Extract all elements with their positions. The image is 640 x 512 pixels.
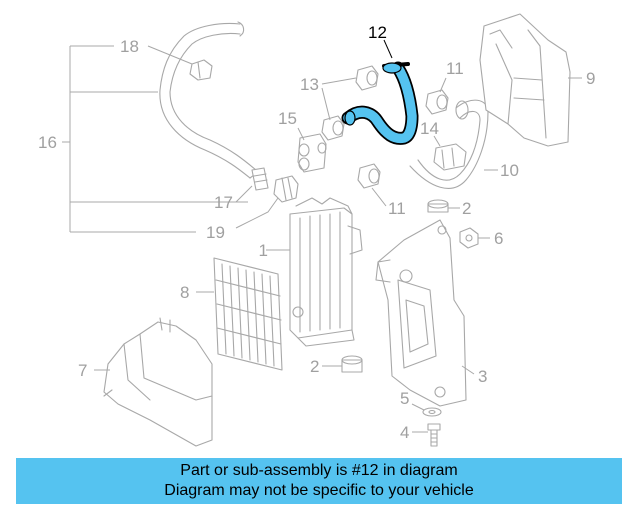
callout-3: 3 (478, 367, 487, 386)
part-4-bolt (412, 423, 441, 447)
part-14-bracket (433, 135, 467, 171)
callout-11-upper: 11 (446, 59, 464, 78)
part-9-shroud (479, 13, 582, 147)
callout-18: 18 (120, 37, 139, 56)
callout-19: 19 (206, 223, 225, 242)
banner-line-1: Part or sub-assembly is #12 in diagram (180, 462, 458, 479)
bracket-16-leaders (62, 45, 248, 233)
part-5-washer (411, 403, 442, 417)
callout-9: 9 (586, 69, 595, 88)
callout-10: 10 (500, 161, 519, 180)
part-17-connector (235, 167, 269, 203)
callout-2-upper: 2 (462, 199, 471, 218)
part-18-hose (147, 21, 259, 179)
callout-8: 8 (180, 283, 189, 302)
banner-line-2: Diagram may not be specific to your vehi… (164, 482, 474, 499)
callout-16: 16 (38, 133, 57, 152)
callout-4: 4 (400, 423, 409, 442)
part-15-connector (297, 127, 327, 173)
callout-labels: 1 2 2 3 4 5 6 7 8 9 10 11 11 12 13 14 15… (38, 23, 595, 442)
callout-15: 15 (278, 109, 297, 128)
part-info-banner: Part or sub-assembly is #12 in diagram D… (16, 458, 622, 504)
part-19-connector (235, 175, 299, 229)
callout-7: 7 (78, 361, 87, 380)
callout-17: 17 (214, 193, 233, 212)
callout-11-lower: 11 (388, 199, 406, 218)
callout-12: 12 (368, 23, 387, 42)
part-10-hose (409, 99, 498, 189)
part-3-bracket (375, 219, 475, 407)
part-12-hose-highlighted[interactable] (341, 39, 419, 145)
part-13-clips (321, 65, 379, 141)
part-7-duct (94, 317, 213, 447)
callout-14: 14 (420, 119, 439, 138)
callout-2-lower: 2 (310, 357, 319, 376)
callout-1: 1 (259, 241, 268, 260)
part-6-nut (459, 227, 490, 249)
part-11-clips (357, 77, 449, 207)
callout-13: 13 (300, 75, 319, 94)
callout-6: 6 (494, 229, 503, 248)
part-2-washers (322, 199, 460, 373)
part-1-radiator (266, 197, 363, 347)
callout-5: 5 (400, 389, 409, 408)
part-8-grille (196, 257, 283, 371)
